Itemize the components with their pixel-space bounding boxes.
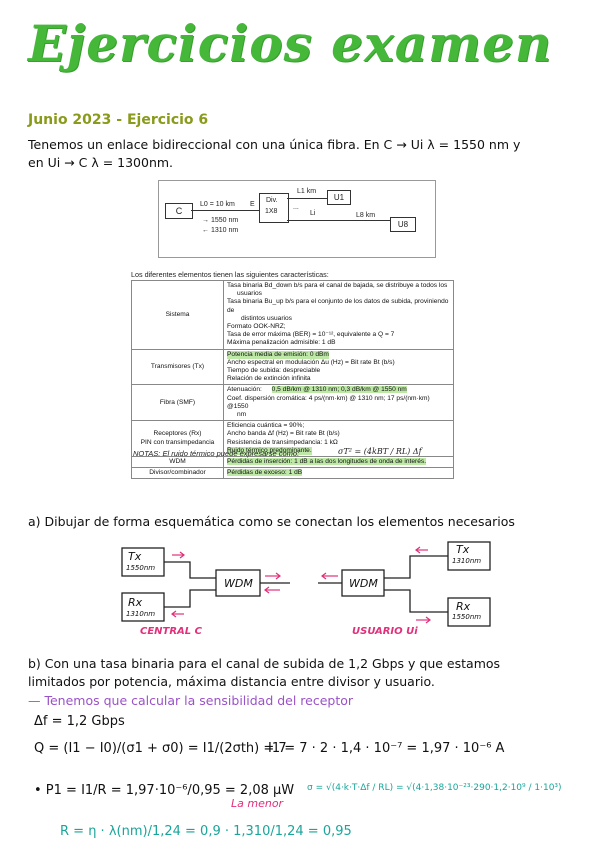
rx-line: Ruido térmico predominante.	[227, 446, 312, 456]
l0-label: L0 = 10 km	[200, 201, 235, 208]
p1-equation: • P1 = I1/R = 1,97·10⁻⁶/0,95 = 2,08 μW	[34, 783, 295, 798]
responsivity-equation: R = η · λ(nm)/1,24 = 0,9 · 1,310/1,24 = …	[60, 824, 352, 839]
bandwidth-value: Δf = 1,2 Gbps	[34, 714, 125, 729]
network-diagram	[158, 180, 436, 258]
tx-right-sub: 1310nm	[452, 557, 482, 565]
q-equation: Q = (I1 − I0)/(σ1 + σ0) = I1/(2σth) = 7	[34, 741, 287, 756]
l1-label: L1 km	[297, 188, 317, 195]
sigma-equation: σ = √(4·k·T·Δf / RL) = √(4·1,38·10⁻²³·29…	[307, 783, 562, 793]
fiber-trunk	[191, 210, 259, 211]
part-b-line-1: b) Con una tasa binaria para el canal de…	[28, 656, 501, 671]
cell-tx: Transmisores (Tx)	[131, 348, 224, 386]
sistema-line: Tasa binaria Bu_up b/s para el conjunto …	[227, 298, 449, 314]
table-intro: Los diferentes elementos tienen las sigu…	[131, 270, 329, 279]
usuario-label: USUARIO Ui	[352, 626, 418, 637]
rx-label-2: PIN con transimpedancia	[140, 438, 215, 446]
branch-8	[287, 220, 390, 221]
sistema-line: Máxima penalización admisible: 1 dB	[227, 339, 336, 347]
cell-fibra-desc: Atenuación: 0,5 dB/km @ 1310 nm; 0,3 dB/…	[223, 384, 454, 422]
part-a-sketch	[121, 541, 491, 627]
page-title: Ejercicios examen	[28, 14, 553, 73]
sistema-line: usuarios	[237, 290, 262, 298]
user-u8: U8	[390, 217, 416, 232]
sistema-line: Tasa de error máxima (BER) = 10⁻¹², equi…	[227, 331, 395, 339]
central-label: CENTRAL C	[140, 626, 202, 637]
fibra-line: Atenuación:	[227, 386, 262, 394]
cell-div-desc: Pérdidas de exceso: 1 dB	[223, 467, 454, 480]
i1-equation: I1 = 7 · 2 · 1,4 · 10⁻⁷ = 1,97 · 10⁻⁶ A	[268, 741, 505, 756]
cell-tx-desc: Potencia media de emisión: 0 dBm Ancho e…	[223, 348, 454, 386]
wdm-right-label: WDM	[349, 577, 378, 590]
tx-right-link	[384, 555, 448, 579]
notes-text: NOTAS: El ruido térmico puede expresarse…	[133, 449, 300, 458]
sistema-line: distintos usuarios	[241, 314, 292, 322]
spec-table: Sistema Tasa binaria Bd_down b/s para el…	[131, 280, 454, 480]
tx-line: Potencia media de emisión: 0 dBm	[227, 350, 329, 359]
rx-line: Ancho banda Δf (Hz) = Bit rate Bt (b/s)	[227, 430, 340, 438]
tx-left-sub: 1550nm	[126, 564, 156, 572]
node-c: C	[165, 203, 193, 219]
rx-line: Eficiencia cuántica = 90%;	[227, 422, 305, 430]
cell-wdm: WDM	[131, 456, 224, 469]
cell-fibra: Fibra (SMF)	[131, 384, 224, 422]
tx-line: Tiempo de subida: despreciable	[227, 367, 321, 375]
arrow-1550-label: → 1550 nm	[202, 217, 239, 224]
notes-formula: σT² = (4kBT / RL) Δf	[338, 447, 422, 456]
divider-label-1: Div.	[266, 197, 278, 204]
dots-label: ...	[293, 204, 299, 211]
cell-rx: Receptores (Rx) PIN con transimpedancia	[131, 420, 224, 458]
intro-line-1: Tenemos un enlace bidireccional con una …	[28, 137, 521, 152]
fibra-line: nm	[237, 411, 247, 419]
rx-right-label: Rx	[456, 600, 471, 613]
l8-label: L8 km	[356, 212, 376, 219]
tx-right-label: Tx	[456, 543, 470, 556]
la-menor-note: La menor	[231, 797, 284, 810]
wdm-line: Pérdidas de inserción: 1 dB a las dos lo…	[227, 458, 427, 466]
rx-right-link	[384, 589, 448, 613]
table-row-fibra: Fibra (SMF) Atenuación: 0,5 dB/km @ 1310…	[131, 384, 454, 422]
divider-label-2: 1X8	[265, 208, 278, 215]
part-b-line-3: — Tenemos que calcular la sensibilidad d…	[28, 693, 354, 708]
rx-right-sub: 1550nm	[452, 613, 482, 621]
e-label: E	[250, 201, 255, 208]
divider-box	[259, 193, 289, 223]
rx-right-box	[447, 597, 491, 627]
sistema-line: Formato OOK-NRZ;	[227, 323, 286, 331]
table-row-sistema: Sistema Tasa binaria Bd_down b/s para el…	[131, 280, 454, 350]
cell-sistema-desc: Tasa binaria Bd_down b/s para el canal d…	[223, 280, 454, 350]
tx-right-box	[447, 541, 491, 571]
exercise-subtitle: Junio 2023 - Ejercicio 6	[28, 112, 209, 128]
cell-sistema: Sistema	[131, 280, 224, 350]
div-line: Pérdidas de exceso: 1 dB	[227, 469, 303, 477]
rx-left-link	[164, 589, 216, 608]
table-row-div: Divisor/combinador Pérdidas de exceso: 1…	[131, 467, 454, 480]
part-b-line-2: limitados por potencia, máxima distancia…	[28, 674, 435, 689]
branch-1	[287, 198, 327, 199]
rx-label-1: Receptores (Rx)	[153, 430, 202, 438]
sistema-line: Tasa binaria Bd_down b/s para el canal d…	[227, 282, 448, 289]
tx-line: Relación de extinción infinita	[227, 375, 311, 383]
fibra-line: Coef. dispersión cromática: 4 ps/(nm·km)…	[227, 394, 430, 410]
wdm-right-box	[341, 569, 385, 597]
cell-wdm-desc: Pérdidas de inserción: 1 dB a las dos lo…	[223, 456, 454, 469]
table-row-wdm: WDM Pérdidas de inserción: 1 dB a las do…	[131, 456, 454, 469]
arrow-1310-label: ← 1310 nm	[202, 227, 239, 234]
rx-left-sub: 1310nm	[126, 610, 156, 618]
fibra-line: 0,5 dB/km @ 1310 nm; 0,3 dB/km @ 1550 nm	[271, 386, 407, 394]
li-label: Li	[310, 210, 316, 217]
cell-div: Divisor/combinador	[131, 467, 224, 480]
rx-left-label: Rx	[128, 596, 143, 609]
rx-line: Resistencia de transimpedancia: 1 kΩ	[227, 438, 338, 446]
tx-left-link	[164, 561, 216, 579]
intro-line-2: en Ui → C λ = 1300nm.	[28, 155, 174, 170]
tx-left-label: Tx	[128, 550, 142, 563]
tx-line: Ancho espectral en modulación Δu (Hz) = …	[227, 358, 395, 366]
user-u1: U1	[327, 190, 351, 205]
wdm-left-label: WDM	[224, 577, 253, 590]
part-a-heading: a) Dibujar de forma esquemática como se …	[28, 514, 515, 529]
table-row-tx: Transmisores (Tx) Potencia media de emis…	[131, 348, 454, 386]
